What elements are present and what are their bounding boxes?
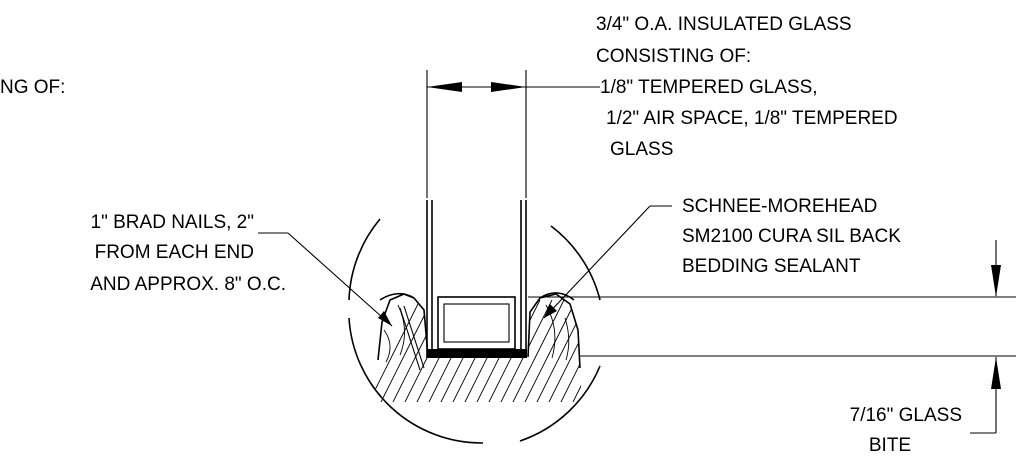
nails-note-line-2: FROM EACH END	[95, 242, 254, 263]
bite-note-line-2: BITE	[869, 435, 911, 456]
glass-note-line-2: CONSISTING OF:	[596, 46, 751, 67]
glass-note-line-3: 1/8" TEMPERED GLASS,	[600, 77, 818, 98]
nails-note-line-1: 1" BRAD NAILS, 2"	[91, 212, 254, 233]
detail-circle	[348, 218, 601, 444]
glass-note-line-4: 1/2" AIR SPACE, 1/8" TEMPERED	[606, 108, 898, 129]
spacer-bar	[437, 296, 516, 350]
insulated-glass-unit	[426, 200, 527, 358]
glass-note-line-5: GLASS	[610, 139, 673, 160]
setting-block	[427, 349, 527, 358]
bite-note: 7/16" GLASS BITE	[850, 405, 962, 456]
sealant-note-line-3: BEDDING SEALANT	[682, 256, 861, 277]
sealant-note-line-1: SCHNEE-MOREHEAD	[682, 196, 877, 217]
bite-note-line-1: 7/16" GLASS	[850, 405, 962, 426]
brad-nail	[399, 307, 421, 371]
wood-sill	[374, 292, 582, 402]
nails-note: 1" BRAD NAILS, 2" FROM EACH END AND APPR…	[90, 212, 286, 295]
truncated-note: NG OF:	[0, 77, 65, 98]
glass-note-line-1: 3/4" O.A. INSULATED GLASS	[596, 14, 852, 35]
glass-width-dimension	[426, 70, 600, 198]
sealant-leader	[543, 205, 672, 319]
sealant-note: SCHNEE-MOREHEAD SM2100 CURA SIL BACK BED…	[682, 196, 901, 277]
nails-note-line-3: AND APPROX. 8" O.C.	[90, 274, 286, 295]
glass-bite-dimension	[528, 240, 1016, 434]
sealant-note-line-2: SM2100 CURA SIL BACK	[682, 226, 901, 247]
nails-leader	[258, 232, 393, 327]
glass-note: 3/4" O.A. INSULATED GLASS CONSISTING OF:…	[596, 14, 898, 160]
